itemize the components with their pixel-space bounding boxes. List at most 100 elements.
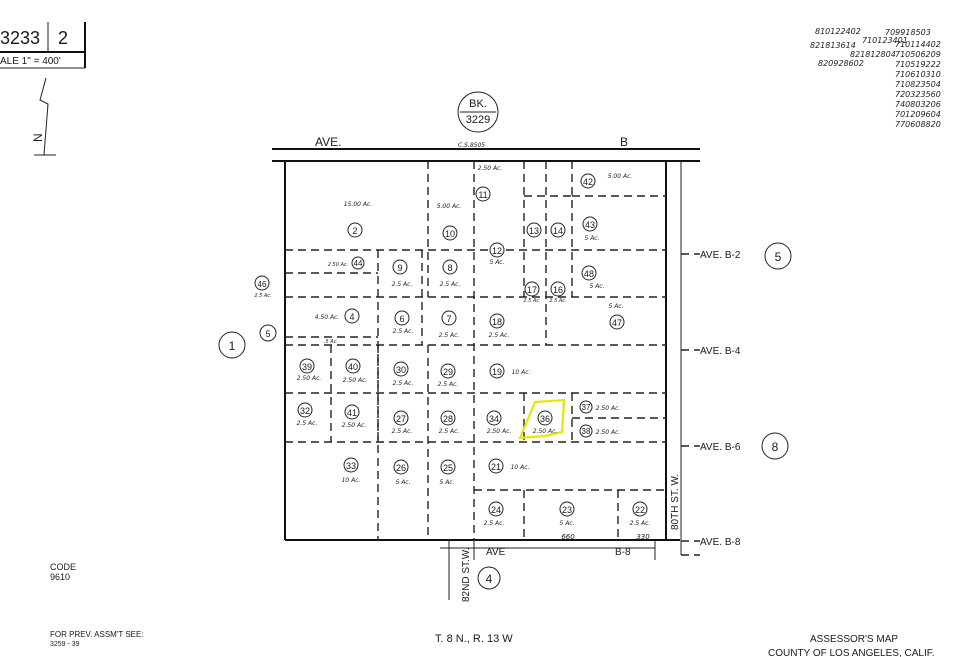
parcel-12[interactable]: 125 Ac. [489,242,505,266]
street-lines [272,148,700,600]
parcel-43[interactable]: 435 Ac. [582,216,600,242]
svg-text:8: 8 [447,263,452,273]
book-label: BK. [469,98,487,110]
parcel-44[interactable]: 442.50 Ac. [328,256,365,270]
parcel-14[interactable]: 14 [550,222,566,238]
svg-text:47: 47 [612,318,622,328]
svg-text:4: 4 [349,312,354,322]
svg-text:2.5 Ac.: 2.5 Ac. [549,298,566,304]
section-references: 1 5 8 4 [218,242,792,590]
svg-text:4: 4 [486,572,493,586]
svg-text:2.50 Ac.: 2.50 Ac. [343,377,368,384]
svg-text:46: 46 [258,280,267,289]
parcel-7[interactable]: 72.5 Ac. [439,310,460,339]
svg-text:10 Ac.: 10 Ac. [512,369,531,376]
parcel-42[interactable]: 425.00 Ac. [580,173,632,189]
assessment-code: 740803206 [895,100,941,109]
parcel-36[interactable]: 362.50 Ac. [533,410,558,435]
parcel-30[interactable]: 302.5 Ac. [393,361,414,387]
svg-text:40: 40 [348,362,358,372]
svg-text:43: 43 [585,220,595,230]
code-value: 9610 [50,572,70,582]
parcel-25[interactable]: 255 Ac. [439,459,456,486]
parcel-11[interactable]: 112.50 Ac. [475,165,502,202]
assessment-code: 770608820 [895,120,941,129]
assessment-code: 710506209 [895,50,941,59]
svg-text:5 Ac.: 5 Ac. [395,479,410,486]
svg-text:2.5 Ac.: 2.5 Ac. [393,380,414,387]
svg-text:44: 44 [354,259,363,268]
section-ref-8[interactable]: 8 [761,432,789,460]
parcel-23[interactable]: 235 Ac. [559,501,575,527]
section-ref-1[interactable]: 1 [218,331,246,359]
street-label-ave-bottom: AVE [486,547,506,558]
parcel-9[interactable]: 92.5 Ac. [392,259,413,288]
page-number: 2 [58,28,68,48]
parcel-26[interactable]: 265 Ac. [393,459,411,486]
assessment-code: 710823504 [895,80,941,89]
street-label-ave-b2: AVE. B-2 [700,250,741,261]
parcel-41[interactable]: 412.50 Ac. [342,404,367,429]
svg-text:2.5 Ac.: 2.5 Ac. [438,381,459,388]
parcel-29[interactable]: 292.5 Ac. [438,363,459,388]
svg-text:5 Ac.: 5 Ac. [439,479,454,486]
parcel-boundaries [285,161,666,540]
parcel-40[interactable]: 40 2.50 Ac. [343,358,368,384]
parcel-10[interactable]: 105.00 Ac. [437,203,462,241]
svg-text:32: 32 [300,406,310,416]
book-page-number: 3233 [0,28,40,48]
cs-label: C.S.8505 [458,142,485,149]
assessment-codes: 810122402 821813614 820928602 710123401 … [810,27,941,129]
parcel-2[interactable]: 215.00 Ac. [344,201,372,238]
parcel-28[interactable]: 282.5 Ac. [439,410,460,435]
parcel-47[interactable]: 475 Ac. [608,303,625,330]
street-label-ave-b4: AVE. B-4 [700,346,741,357]
map-title: ASSESSOR'S MAP [810,634,898,645]
parcel-22[interactable]: 222.5 Ac. [630,501,651,527]
parcel-13[interactable]: 13 [526,222,542,238]
north-label: N [31,133,45,142]
parcel-27[interactable]: 27 2.5 Ac. [392,410,413,435]
svg-text:2.50 Ac.: 2.50 Ac. [297,375,322,382]
section-ref-4[interactable]: 4 [477,566,501,590]
assessment-code: 710610310 [895,70,941,79]
street-label-80th: 80TH ST. W. [670,474,681,530]
svg-text:5: 5 [265,329,270,339]
svg-text:2.5 Ac.: 2.5 Ac. [484,520,505,527]
parcel-6[interactable]: 62.5 Ac. [393,310,414,335]
parcel-48[interactable]: 485 Ac. [581,265,605,290]
parcel-34[interactable]: 342.50 Ac. [486,410,512,435]
parcel-5[interactable]: 5 .5 Ac. [259,324,338,345]
parcel-17[interactable]: 172.5 Ac. [523,281,541,304]
parcel-39[interactable]: 392.50 Ac. [297,358,322,382]
svg-text:2.50 Ac.: 2.50 Ac. [342,422,367,429]
svg-text:.5 Ac.: .5 Ac. [324,339,338,345]
svg-text:10 Ac.: 10 Ac. [342,477,361,484]
svg-text:27: 27 [396,414,406,424]
svg-text:36: 36 [540,414,550,424]
svg-text:17: 17 [527,285,537,295]
svg-text:2.50 Ac.: 2.50 Ac. [487,428,512,435]
parcel-18[interactable]: 182.5 Ac. [489,313,510,339]
parcel-24[interactable]: 242.5 Ac. [484,501,505,527]
svg-text:2.5 Ac.: 2.5 Ac. [254,293,271,299]
parcel-8[interactable]: 82.5 Ac. [440,259,461,288]
street-label-ave-b8: AVE. B-8 [700,537,741,548]
section-ref-5[interactable]: 5 [764,242,792,270]
parcel-32[interactable]: 322.5 Ac. [297,402,318,427]
svg-text:2.5 Ac.: 2.5 Ac. [392,428,413,435]
county-name: COUNTY OF LOS ANGELES, CALIF. [768,648,935,657]
assessment-code: 720323560 [895,90,941,99]
parcel-16[interactable]: 162.5 Ac. [549,281,567,304]
highlighted-parcel-36[interactable] [518,398,566,440]
assessment-code: 709918503 [885,28,931,37]
assessment-code: 821812804 [850,50,896,59]
parcel-46[interactable]: 46 2.5 Ac. [254,275,272,299]
parcel-4[interactable]: 44.50 Ac. [315,308,360,324]
